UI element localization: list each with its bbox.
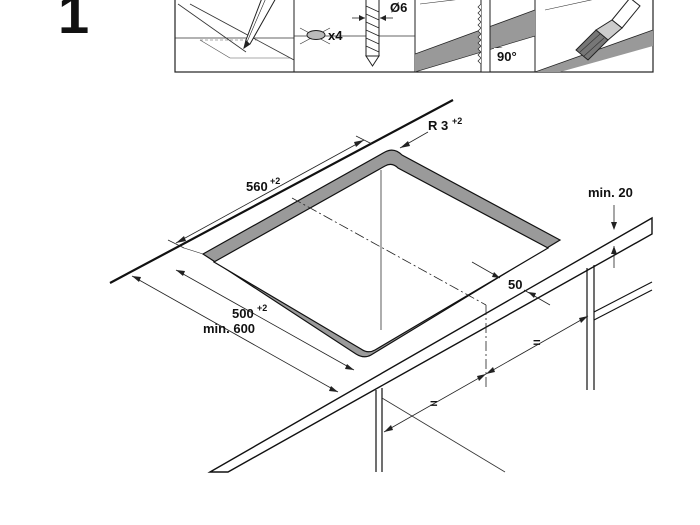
panel-marking (175, 0, 294, 61)
radius-tolerance: +2 (452, 116, 462, 126)
brush-icon (575, 0, 641, 61)
panel-sawing: 90° (415, 0, 535, 72)
radius-value: R 3 (428, 118, 448, 133)
front-distance-value: 50 (508, 277, 522, 292)
screw-hole-icon (306, 30, 326, 40)
saw-blade-icon (477, 0, 491, 72)
dimension-min-front: min. 20 (588, 185, 633, 268)
worktop-back-edge (109, 99, 454, 284)
dimension-radius: R 3 +2 (399, 116, 462, 149)
panel-drilling: x4 Ø6 (294, 0, 415, 67)
dimension-front-distance: 50 (471, 261, 551, 306)
dimension-equal: = = (383, 315, 589, 433)
cabinet-panels (375, 265, 653, 473)
dimension-width: 560 +2 (167, 135, 373, 255)
screw-count-label: x4 (328, 28, 343, 43)
drill-diameter-label: Ø6 (390, 0, 407, 15)
equal-right-label: = (533, 335, 541, 350)
depth-tolerance: +2 (257, 303, 267, 313)
min-front-label: min. 20 (588, 185, 633, 200)
pencil-icon (243, 0, 276, 50)
width-value: 560 (246, 179, 268, 194)
step-number: 1 (58, 0, 90, 45)
depth-value: 500 (232, 306, 254, 321)
instruction-panels: x4 Ø6 (174, 0, 654, 73)
width-tolerance: +2 (270, 176, 280, 186)
min-depth-label: min. 600 (203, 321, 255, 336)
center-line (291, 197, 487, 306)
saw-angle-label: 90° (497, 49, 517, 64)
drill-bit-icon (365, 0, 380, 67)
worktop-drawing: 560 +2 R 3 +2 500 +2 (109, 99, 653, 473)
worktop-front-edge (207, 216, 653, 473)
dimension-depth: 500 +2 min. 600 (131, 269, 355, 393)
equal-left-label: = (430, 396, 438, 411)
panel-sealing (535, 0, 653, 72)
